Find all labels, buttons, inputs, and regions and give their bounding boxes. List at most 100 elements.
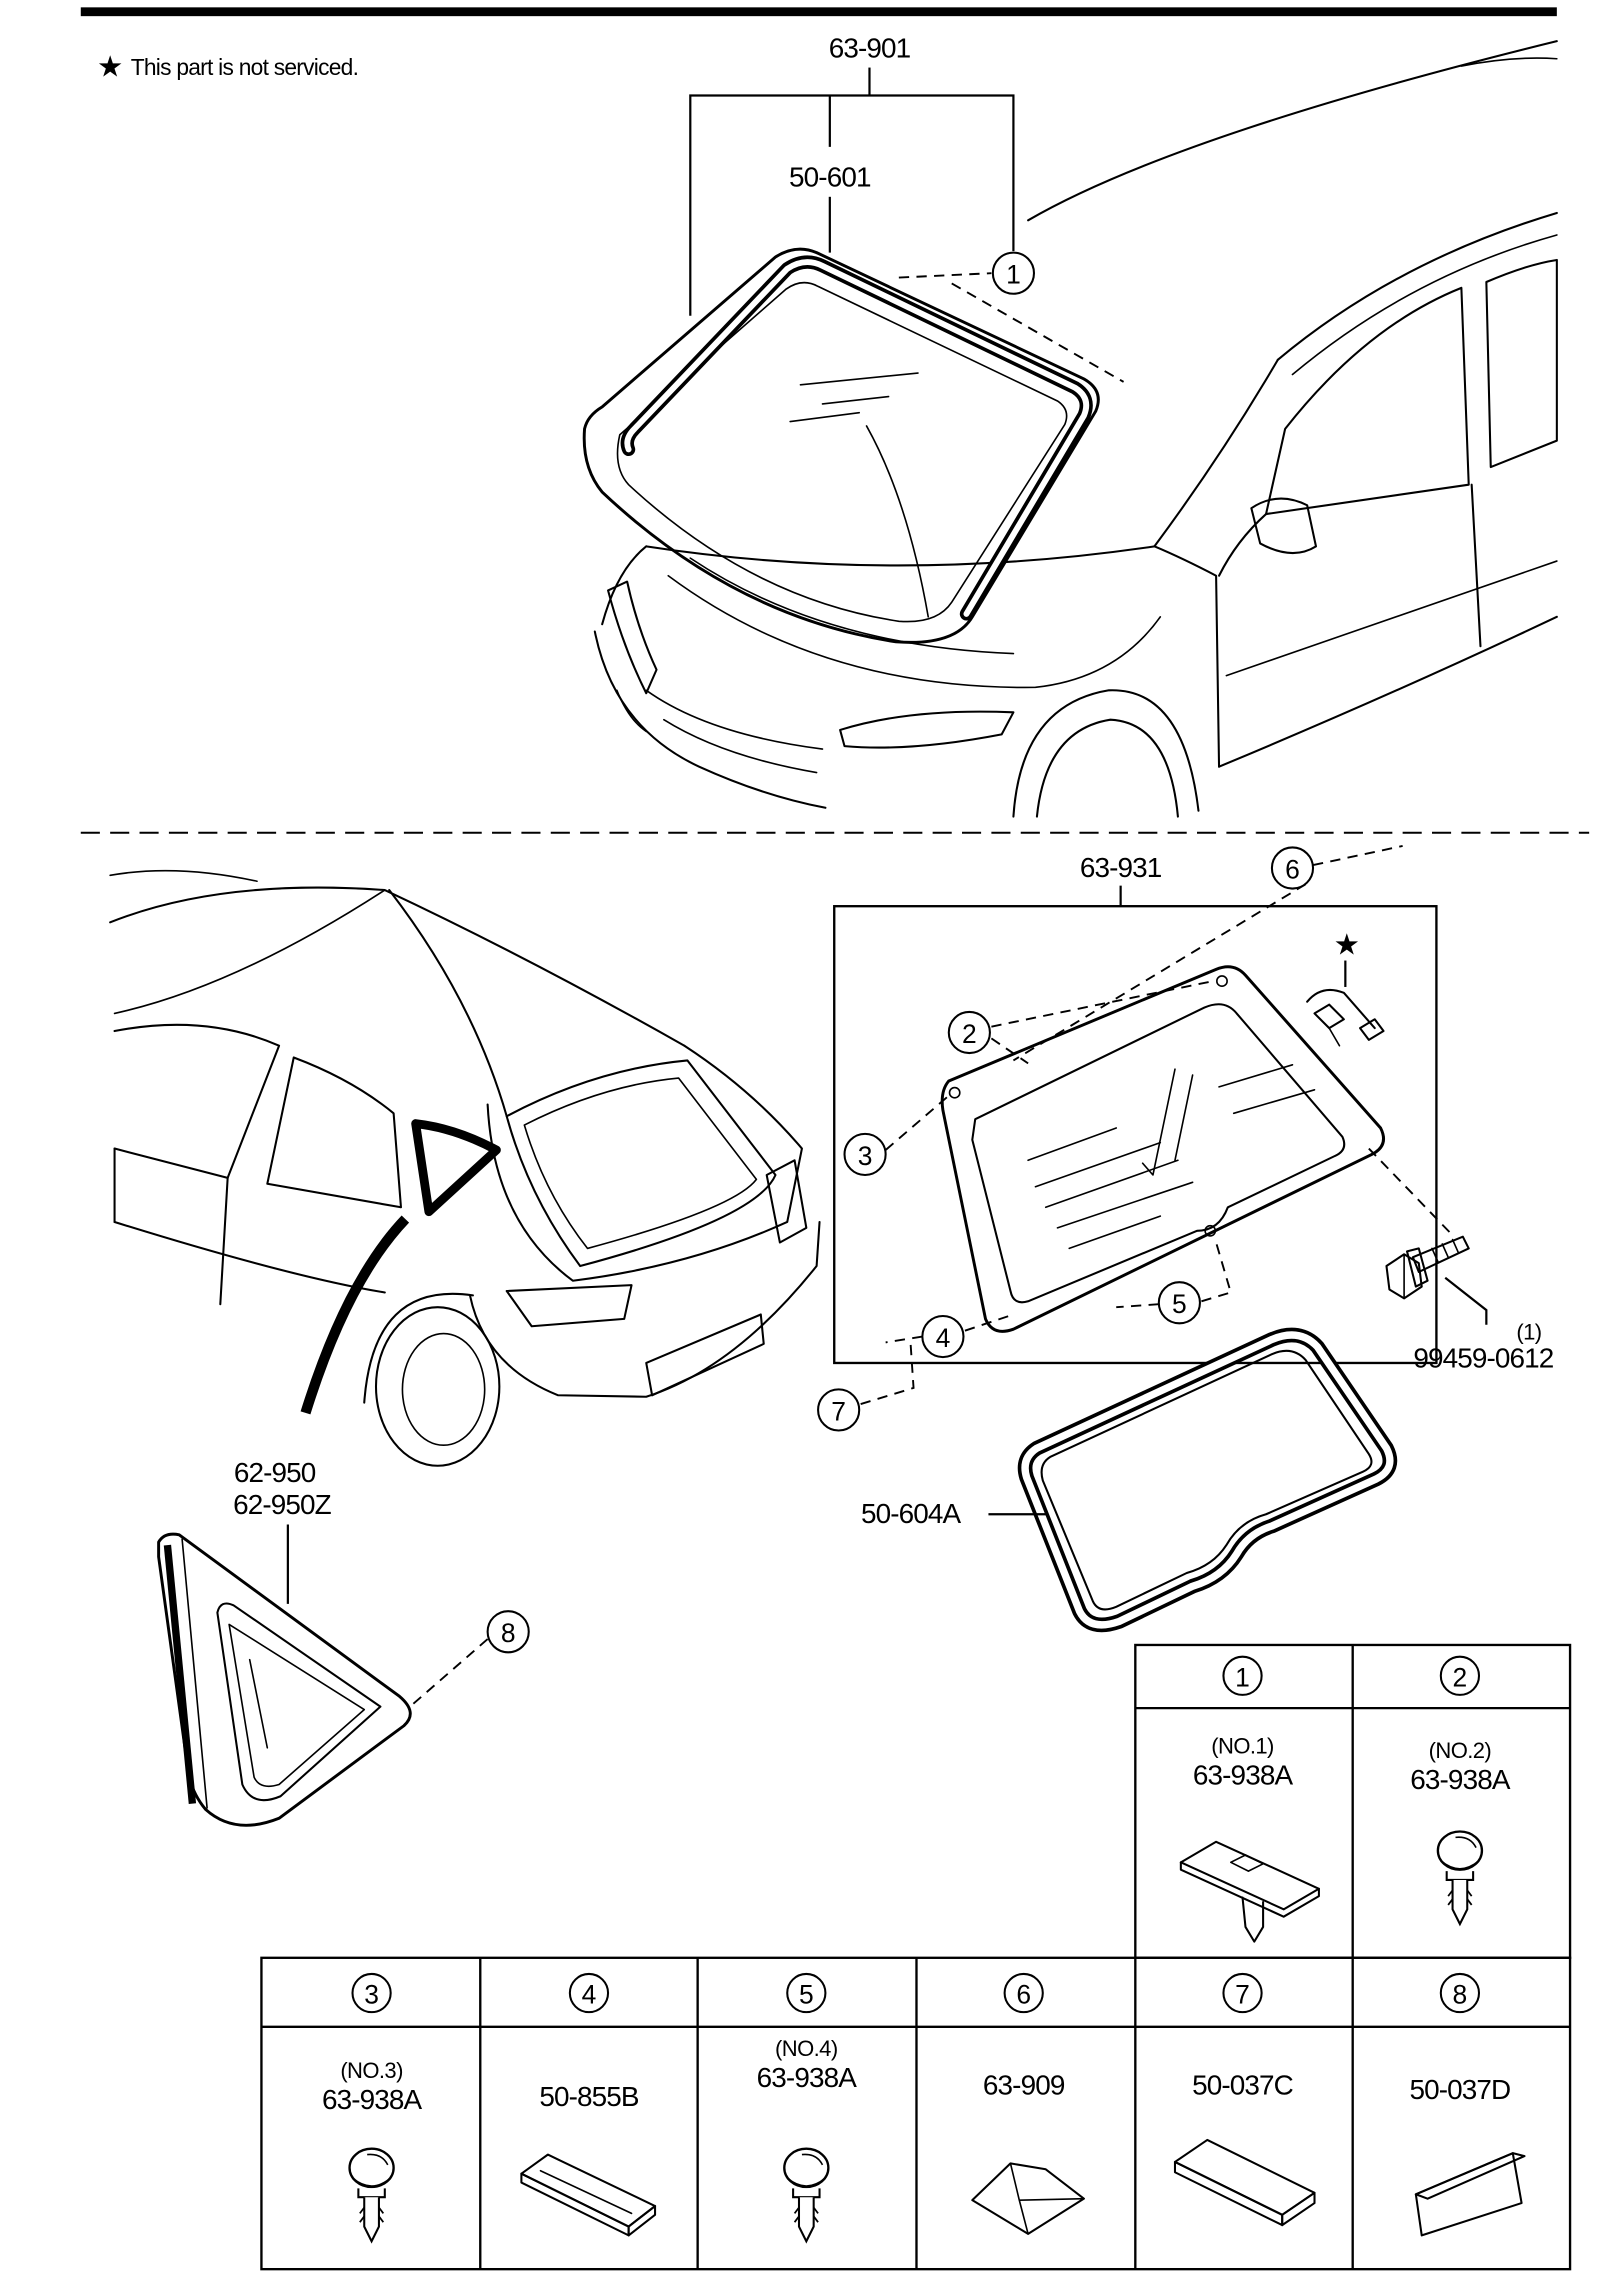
- callout-number: 7: [831, 1396, 846, 1426]
- spacer-pad-icon: [520, 2153, 657, 2237]
- front-car-side-sill: [1218, 615, 1558, 768]
- table-header-number: 7: [1235, 1980, 1250, 2010]
- table-header-number: 2: [1453, 1662, 1468, 1692]
- rear-car-liftgate-outline: [486, 1044, 803, 1282]
- table-cell-7: 7 50-037C: [1173, 1972, 1316, 2227]
- quarter-glass-label-b: 62-950Z: [233, 1489, 332, 1520]
- callout-circle: [1157, 1281, 1201, 1325]
- windshield-molding-label: 50-601: [789, 162, 871, 193]
- bolt-part-number: 99459-0612: [1413, 1342, 1553, 1373]
- quarter-glass-pane-border: [228, 1623, 366, 1788]
- windshield-reflection-line: [789, 411, 861, 423]
- rear-car-roof-front-line: [109, 869, 258, 883]
- not-serviced-star-icon: ★: [1334, 928, 1360, 962]
- rear-car-license-plate: [645, 1313, 765, 1397]
- table-cell-note: (NO.3): [340, 2058, 403, 2083]
- callout-6-leader: [1312, 845, 1403, 867]
- callout-number: 4: [936, 1323, 951, 1353]
- callout-6: 6: [1270, 846, 1315, 890]
- callout-circle: [486, 1610, 530, 1654]
- callout-3-leader: [885, 1094, 950, 1151]
- callout-7: 7: [817, 1388, 861, 1432]
- table-header-number: 6: [1016, 1980, 1031, 2010]
- front-car-b-pillar: [1470, 483, 1482, 648]
- quarter-glass-outline: [157, 1532, 412, 1827]
- callout-circle: [991, 251, 1036, 295]
- callout-4: 4: [921, 1314, 965, 1359]
- liftgate-glass-outline: [940, 965, 1385, 1333]
- defogger-line: [1044, 1159, 1179, 1209]
- callout-number: 2: [962, 1019, 977, 1049]
- rear-car-rear-side-window: [266, 1056, 402, 1209]
- quarter-glass-frame-edge: [181, 1538, 208, 1809]
- table-header-number: 8: [1453, 1980, 1468, 2010]
- liftgate-glass-assembly-box: [833, 905, 1438, 1365]
- defogger-line: [1218, 1064, 1294, 1088]
- callout-circle: [1270, 846, 1315, 890]
- table-header-number: 5: [799, 1980, 814, 2010]
- quarter-glass-reflection: [248, 1658, 269, 1749]
- harness-wire: [1328, 1027, 1341, 1047]
- windshield-assembly-bracket: [689, 94, 1015, 316]
- front-car-right-headlight: [839, 710, 1015, 749]
- table-cell-part-number: 50-037D: [1409, 2074, 1510, 2105]
- callout-3: 3: [843, 1132, 887, 1177]
- front-car-fog-lamp: [616, 689, 648, 733]
- rear-car-c-pillar: [388, 889, 508, 1118]
- liftgate-glass-label: 63-931: [1080, 852, 1162, 883]
- callout-2-leader: [991, 980, 1214, 1028]
- callout-4-leader: [964, 1313, 1014, 1332]
- table-cell-4: 4 50-855B: [520, 1972, 657, 2237]
- table-cell-2: 2 (NO.2) 63-938A: [1410, 1655, 1512, 1926]
- front-car-roof-line: [1027, 40, 1558, 222]
- quarter-glass-pane: [216, 1602, 382, 1802]
- glass-reflection-line: [1174, 1074, 1194, 1162]
- table-cell-part-number: 63-938A: [322, 2084, 423, 2115]
- bolt-shaft: [1411, 1235, 1470, 1273]
- windshield-glass-inner-border: [616, 281, 1068, 623]
- table-header-circle: [351, 1972, 392, 2014]
- callout-circle: [947, 1010, 991, 1055]
- bolt-thread: [1431, 1238, 1460, 1263]
- front-car-left-headlight: [607, 580, 658, 695]
- table-cell-part-number: 63-909: [983, 2069, 1065, 2100]
- front-car-side-mirror: [1250, 497, 1318, 555]
- glass-reflection-line: [1141, 1068, 1176, 1176]
- table-header-circle: [568, 1972, 610, 2014]
- liftgate-glass-inner: [971, 1003, 1346, 1304]
- callout-8-leader: [407, 1638, 489, 1709]
- brush-pad-icon: [1173, 2138, 1316, 2227]
- liftgate-seal: [1017, 1327, 1398, 1633]
- clip-hole: [948, 1086, 961, 1099]
- table-header-number: 1: [1235, 1662, 1250, 1692]
- callout-2: 2: [947, 1010, 991, 1055]
- callout-5-leader: [1201, 1242, 1232, 1303]
- front-car-bumper: [593, 630, 827, 809]
- table-cell-part-number: 50-855B: [539, 2081, 639, 2112]
- front-car-grille-lower: [663, 718, 818, 774]
- table-cell-6: 6 63-909: [971, 1972, 1085, 2235]
- rear-car-rear-door-window: [113, 1023, 281, 1179]
- not-serviced-star-icon: ★: [97, 49, 123, 83]
- table-header-circle: [786, 1972, 827, 2014]
- flat-clip-plate-edge: [1179, 1861, 1320, 1918]
- rear-car-quarter-glass-highlight: [411, 1119, 501, 1217]
- table-cell-part-number: 63-938A: [1410, 1764, 1511, 1795]
- defogger-line: [1034, 1141, 1162, 1188]
- table-cell-part-number: 50-037C: [1192, 2069, 1294, 2100]
- spacer-pad-groove: [539, 2169, 633, 2215]
- wedge-block-icon: [971, 2162, 1085, 2235]
- rear-car-rear-window-inner: [523, 1077, 758, 1250]
- table-header-circle: [1222, 1972, 1263, 2014]
- bolt-illustration: [1385, 1235, 1470, 1300]
- rear-car-body-side: [113, 1220, 386, 1294]
- quarter-window-glass: [157, 1532, 412, 1827]
- rear-car-roof-rail: [113, 889, 386, 1015]
- front-car-fender-line: [1153, 545, 1221, 768]
- callout-5: 5: [1157, 1281, 1201, 1325]
- liftgate-seal-inner: [1040, 1349, 1373, 1611]
- quarter-glass-label-a: 62-950: [234, 1457, 316, 1488]
- wedge-block-outline: [971, 2162, 1085, 2235]
- flat-clip-plate: [1179, 1840, 1320, 1911]
